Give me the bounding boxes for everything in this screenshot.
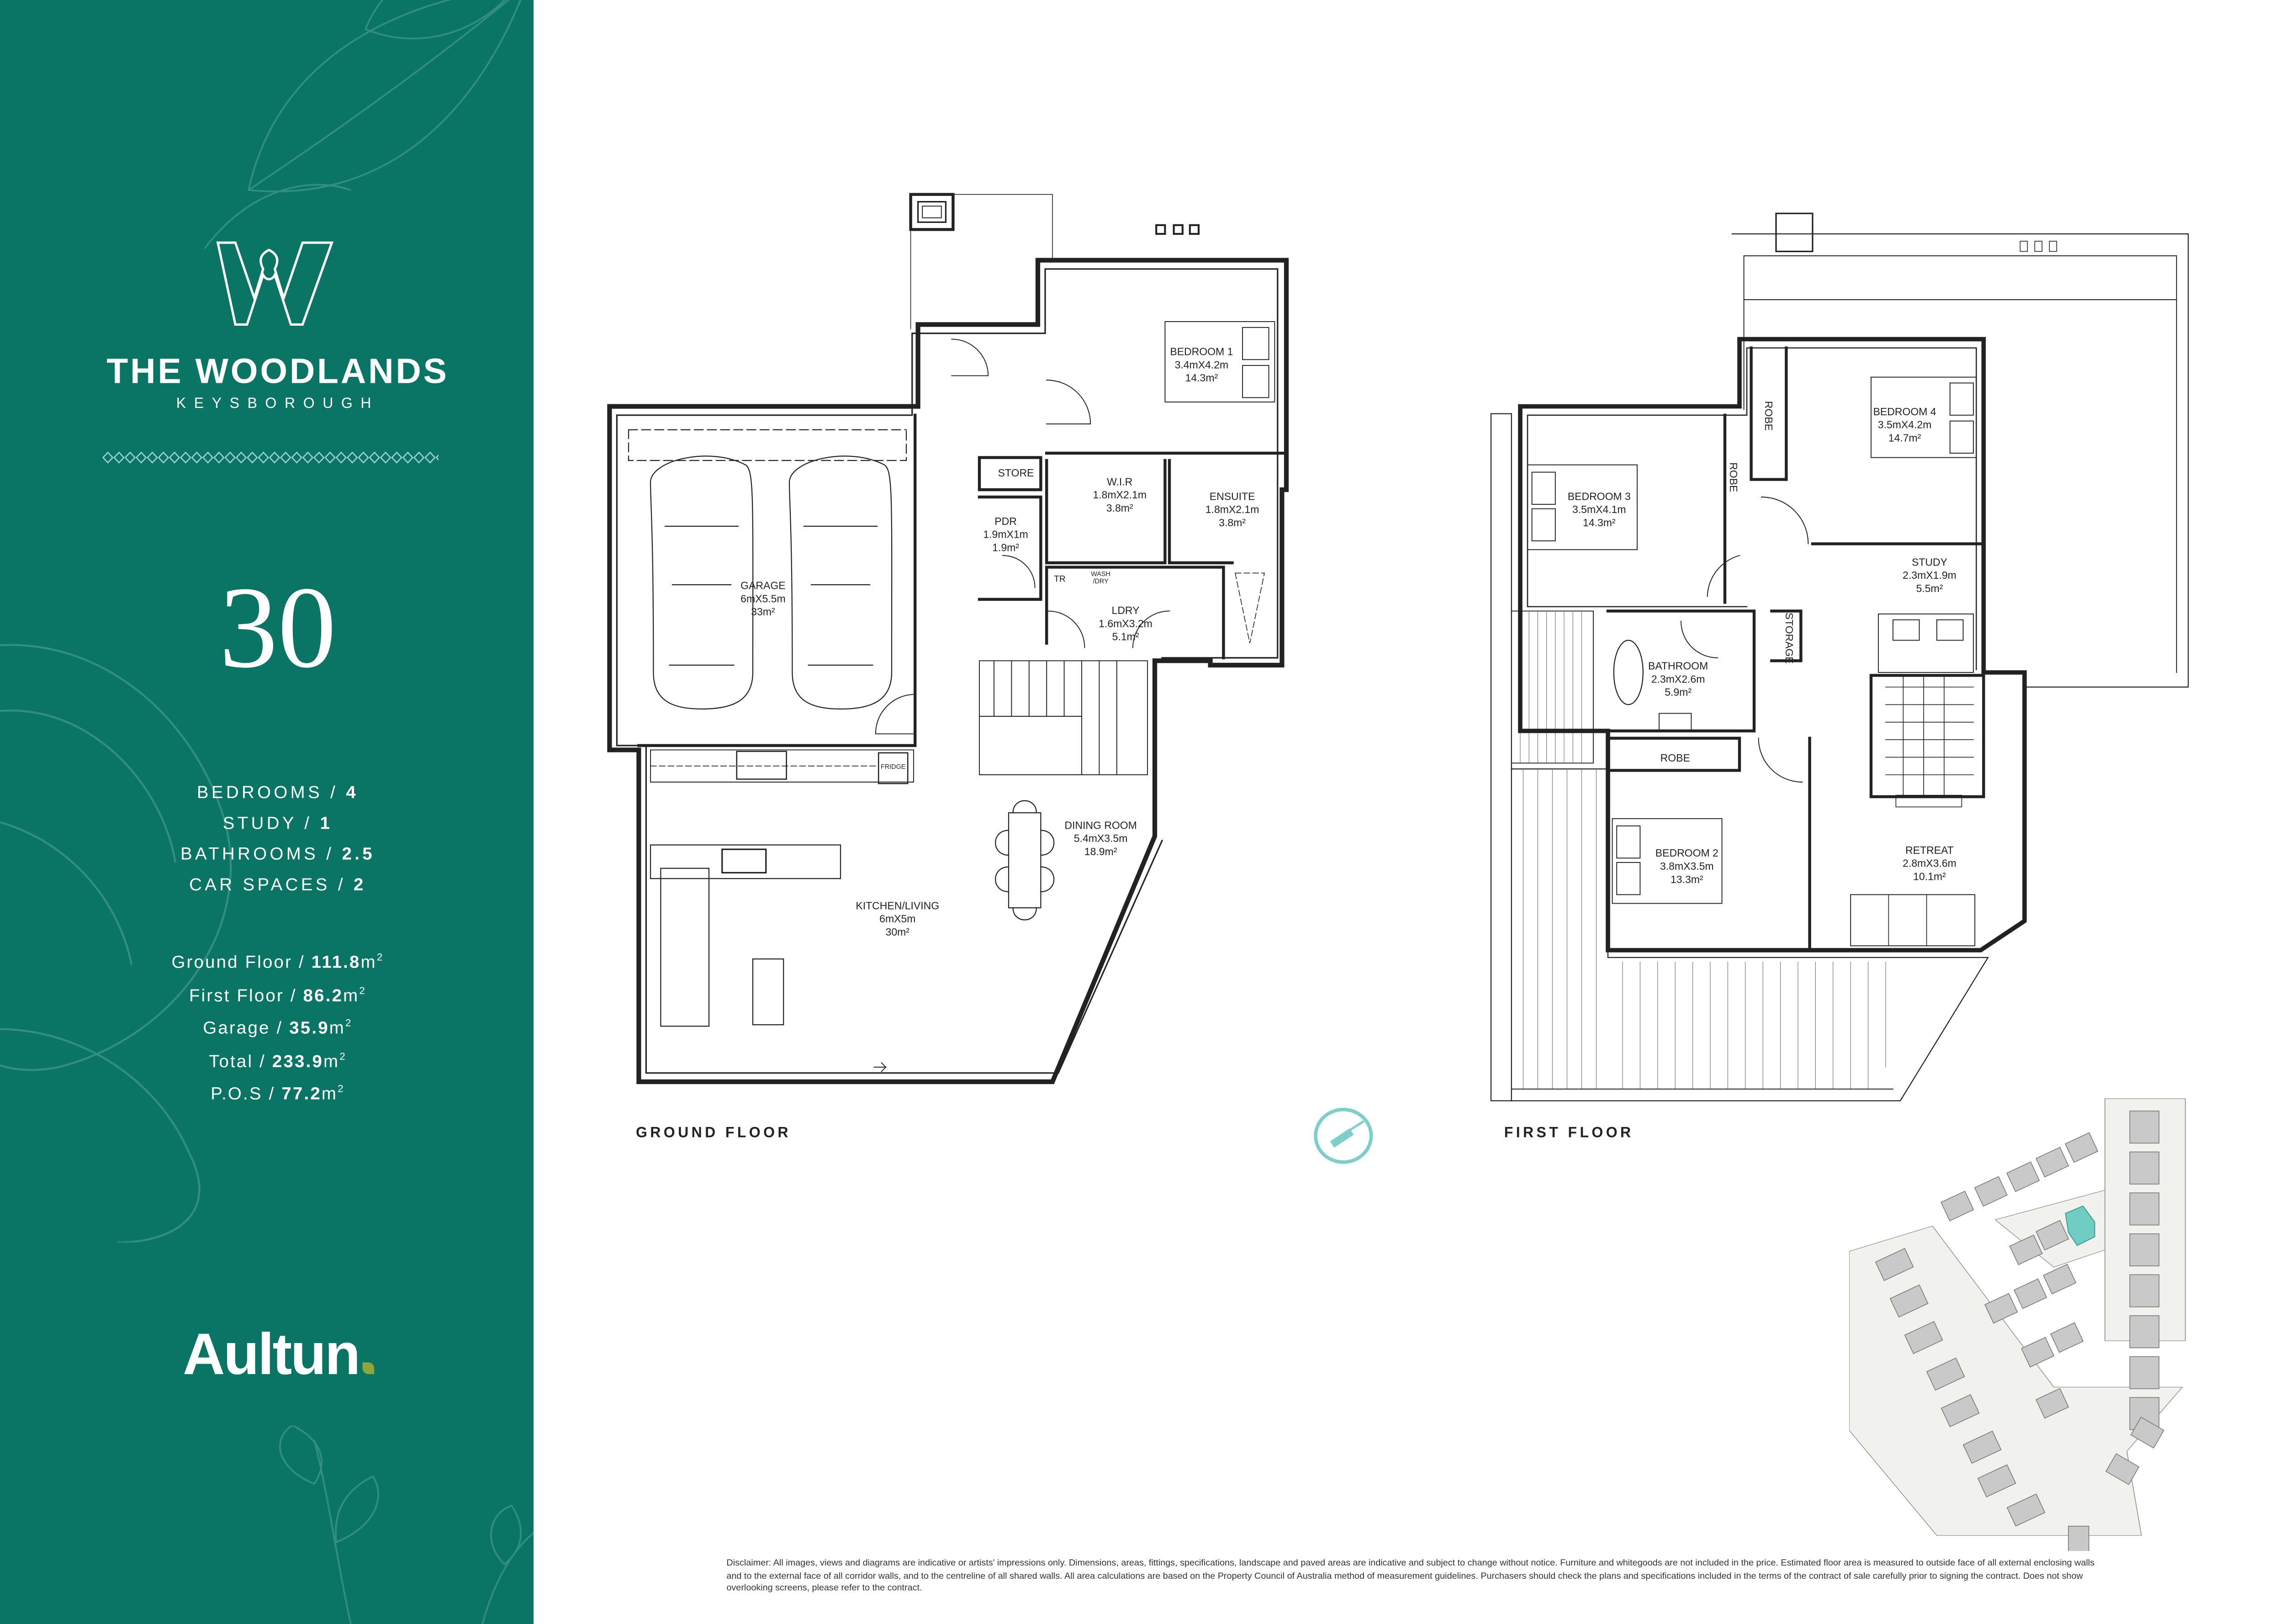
leaf-illustration-icon [204, 0, 522, 249]
flower-illustration-icon [0, 644, 232, 1243]
ground-floor-title: GROUND FLOOR [636, 1126, 791, 1142]
site-location-map [1849, 1098, 2186, 1551]
fixture-wash-dry: WASH /DRY [1091, 570, 1110, 585]
area-total: Total / 233.9m2 [209, 1050, 347, 1071]
fixture-trough: TR [1054, 576, 1066, 585]
highlighted-lot-icon [2065, 1205, 2095, 1246]
development-suburb: KEYSBOROUGH [176, 396, 380, 413]
room-label-storage: STORAGE [1782, 612, 1796, 664]
first-floor-title: FIRST FLOOR [1504, 1126, 1634, 1142]
spec-bedrooms: BEDROOMS / 4 [196, 782, 359, 803]
fixture-fridge: FRIDGE [880, 763, 906, 771]
developer-logo: Aultun [183, 1323, 374, 1389]
area-summary: Ground Floor / 111.8m2 First Floor / 86.… [0, 944, 534, 1109]
first-floor-plan [1490, 212, 2189, 1101]
property-specs: BEDROOMS / 4 STUDY / 1 BATHROOMS / 2.5 C… [0, 778, 534, 900]
woodlands-w-logo-icon [216, 241, 334, 326]
branch-illustration-icon [279, 1425, 534, 1624]
lot-number: 30 [219, 564, 336, 693]
leaf-dot-icon [362, 1362, 374, 1374]
development-title: THE WOODLANDS [106, 352, 449, 392]
legal-disclaimer: Disclaimer: All images, views and diagra… [726, 1558, 2095, 1594]
room-label-robe-bed4: ROBE [1762, 401, 1776, 431]
room-label-robe-bed3: ROBE [1727, 462, 1740, 492]
spec-bathrooms: BATHROOMS / 2.5 [180, 843, 375, 864]
spec-study: STUDY / 1 [222, 813, 333, 833]
area-ground-floor: Ground Floor / 111.8m2 [171, 952, 384, 972]
area-pos: P.O.S / 77.2m2 [211, 1083, 345, 1104]
spec-car-spaces: CAR SPACES / 2 [189, 874, 366, 895]
diamond-divider-icon [102, 450, 439, 465]
sidebar: THE WOODLANDS KEYSBOROUGH 30 BEDROOMS / … [0, 0, 534, 1624]
ground-floor-plan [607, 193, 1289, 1084]
area-first-floor: First Floor / 86.2m2 [189, 984, 367, 1005]
area-garage: Garage / 35.9m2 [203, 1017, 353, 1038]
room-label-robe-bed2: ROBE [1660, 751, 1690, 765]
room-label-store: STORE [998, 466, 1034, 480]
north-compass-icon [1314, 1107, 1373, 1164]
